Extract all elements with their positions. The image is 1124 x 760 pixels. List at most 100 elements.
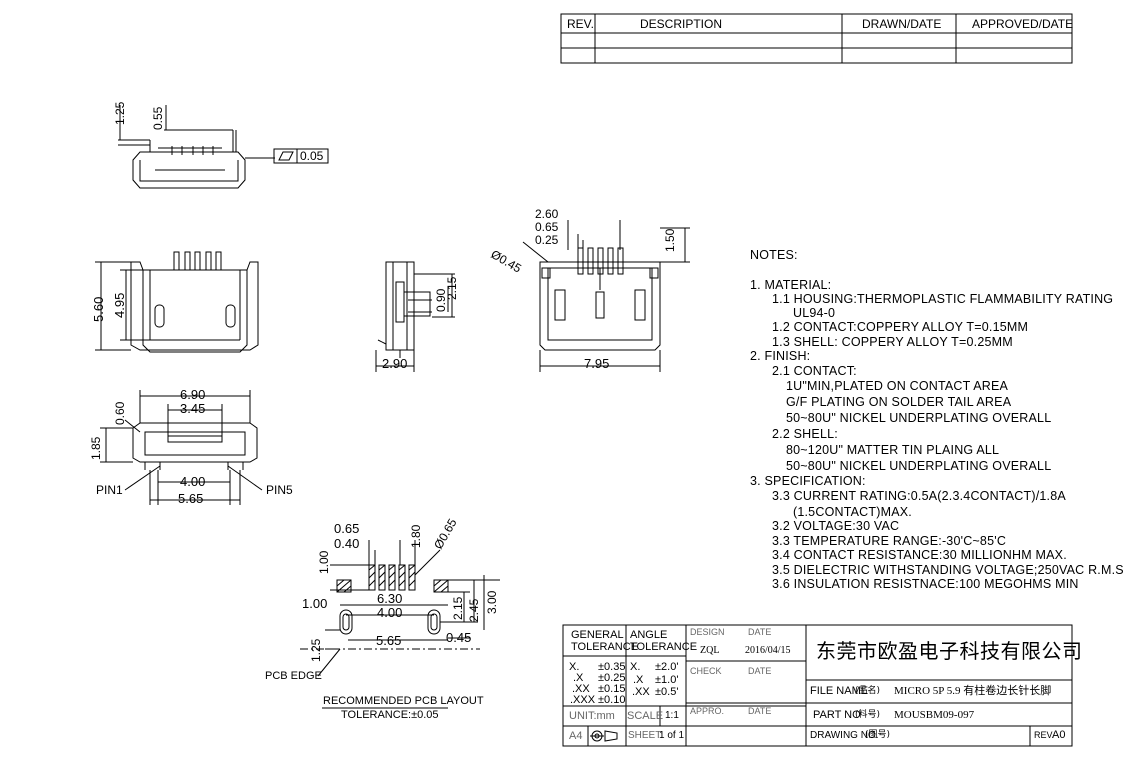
dim-0-25: 0.25 [535, 233, 559, 247]
ang-tol-key: .X [633, 674, 644, 686]
approved-date-header: APPROVED/DATE [972, 17, 1074, 31]
gen-tol-key: X. [569, 661, 580, 673]
front-view-outline [95, 251, 259, 353]
gen-tol-value: ±0.25 [598, 672, 626, 684]
dim-0-45-pcb: 0.45 [446, 630, 472, 645]
dim-2-45: 2.45 [467, 598, 481, 622]
bottom-view-outline [522, 220, 690, 372]
file-name-label: FILE NAME [810, 685, 869, 697]
dim-4-00-bottom: 4.00 [180, 474, 206, 489]
angle-tolerance-label-2: TOLERANCE [630, 641, 698, 653]
drawing-no-cn: (图号) [865, 730, 891, 740]
dim-3-00: 3.00 [485, 590, 499, 614]
gen-tol-value: ±0.10 [598, 694, 626, 706]
dim-0-65-side: 0.65 [535, 220, 559, 234]
company-name: 东莞市欧盈电子科技有限公司 [816, 639, 1083, 663]
dim-0-90: 0.90 [434, 288, 448, 312]
paper-size: A4 [569, 730, 583, 742]
dim-2-60: 2.60 [535, 207, 559, 221]
recommended-pcb-layout-label: RECOMMENDED PCB LAYOUT [323, 695, 484, 707]
ang-tol-value: ±2.0' [655, 661, 679, 673]
dim-2-90: 2.90 [382, 356, 408, 371]
gen-tol-value: ±0.15 [598, 683, 626, 695]
drawn-date-header: DRAWN/DATE [862, 17, 942, 31]
file-name-value: MICRO 5P 5.9 有柱卷边长针长脚 [894, 685, 1052, 697]
angle-tolerance-label-1: ANGLE [630, 629, 668, 641]
dim-3-45: 3.45 [180, 401, 206, 416]
note-line: 1U"MIN,PLATED ON CONTACT AREA [786, 379, 1009, 393]
dim-5-65-bottom: 5.65 [178, 491, 204, 506]
approval-label: APPRO. [690, 706, 725, 716]
general-tolerance-label-2: TOLERANCE [571, 641, 639, 653]
designer-value: ZQL [700, 645, 720, 656]
dim-1-25-pcb: 1.25 [309, 638, 323, 662]
dim-1-80: 1.80 [409, 524, 423, 548]
file-name-cn: (品名) [855, 686, 881, 696]
rev-value: A0 [1052, 729, 1066, 741]
part-no-cn: (料号) [855, 710, 881, 720]
gen-tol-key: .X [573, 672, 584, 684]
projection-symbol-icon [590, 730, 618, 742]
sheet-label: SHEET: [628, 730, 664, 741]
top-view-outline [118, 105, 329, 189]
dim-4-95: 4.95 [112, 292, 127, 318]
ang-tol-value: ±1.0' [655, 674, 679, 686]
note-line: 3.2 VOLTAGE:30 VAC [772, 519, 900, 533]
note-line: 3.5 DIELECTRIC WITHSTANDING VOLTAGE;250V… [772, 563, 1124, 577]
ang-tol-key: .XX [632, 686, 650, 698]
ang-tol-value: ±0.5' [655, 686, 679, 698]
general-tolerance-label-1: GENERAL [571, 629, 624, 641]
dim-1-50: 1.50 [663, 228, 677, 252]
note-line: 3.4 CONTACT RESISTANCE:30 MILLIONHM MAX. [772, 548, 1067, 562]
note-line: 1.1 HOUSING:THERMOPLASTIC FLAMMABILITY R… [772, 292, 1114, 306]
note-line: UL94-0 [793, 306, 836, 320]
ang-tol-key: X. [630, 661, 641, 673]
check-label: CHECK [690, 666, 722, 676]
dim-1-00-pad: 1.00 [302, 596, 328, 611]
note-line: 1.3 SHELL: COPPERY ALLOY T=0.25MM [772, 335, 1013, 349]
note-line: 80~120U" MATTER TIN PLAING ALL [786, 443, 1000, 457]
part-no-value: MOUSBM09-097 [894, 709, 975, 721]
layout-tolerance-label: TOLERANCE:±0.05 [341, 709, 439, 721]
dim-0-55: 0.55 [151, 106, 165, 130]
check-date-label: DATE [748, 666, 772, 676]
design-date-label: DATE [748, 627, 772, 637]
dim-5-60: 5.60 [91, 296, 106, 322]
dim-7-95: 7.95 [584, 356, 610, 371]
note-line: 2.2 SHELL: [772, 427, 838, 441]
note-line: (1.5CONTACT)MAX. [793, 505, 912, 519]
design-label: DESIGN [690, 627, 725, 637]
pin1-label: PIN1 [96, 483, 123, 497]
gen-tol-key: .XXX [570, 694, 596, 706]
part-no-label: PART NO [813, 709, 861, 721]
pin5-label: PIN5 [266, 483, 293, 497]
note-line: 50~80U" NICKEL UNDERPLATING OVERALL [786, 411, 1052, 425]
dim-6-30: 6.30 [377, 591, 403, 606]
rev-header: REV. [567, 17, 594, 31]
note-line: 1.2 CONTACT:COPPERY ALLOY T=0.15MM [772, 320, 1029, 334]
scale-label: SCALE [627, 710, 664, 722]
dim-2-15-pcb: 2.15 [451, 596, 465, 620]
drawing-no-label: DRAWING NO. [810, 730, 879, 741]
receptacle-view-outline [100, 390, 263, 505]
dim-1-25-top: 1.25 [113, 101, 127, 125]
gen-tol-value: ±0.35 [598, 661, 626, 673]
dim-0-40: 0.40 [334, 536, 360, 551]
note-line: 3.3 TEMPERATURE RANGE:-30'C~85'C [772, 534, 1007, 548]
note-line: 50~80U" NICKEL UNDERPLATING OVERALL [786, 459, 1052, 473]
description-header: DESCRIPTION [640, 17, 723, 31]
note-line: 2.1 CONTACT: [772, 364, 857, 378]
notes-title: NOTES: [750, 248, 798, 262]
scale-value: 1:1 [665, 710, 679, 721]
note-line: 2. FINISH: [750, 349, 811, 363]
dim-6-90: 6.90 [180, 387, 206, 402]
design-date-value: 2016/04/15 [745, 645, 791, 656]
title-block-lines [562, 624, 1073, 747]
unit-label: UNIT:mm [569, 710, 615, 722]
note-line: 1. MATERIAL: [750, 278, 832, 292]
dim-0-60: 0.60 [113, 401, 127, 425]
dim-4-00-pcb: 4.00 [377, 605, 403, 620]
dim-1-85: 1.85 [89, 436, 103, 460]
dim-0-65-pcb: 0.65 [334, 521, 360, 536]
gen-tol-key: .XX [572, 683, 590, 695]
